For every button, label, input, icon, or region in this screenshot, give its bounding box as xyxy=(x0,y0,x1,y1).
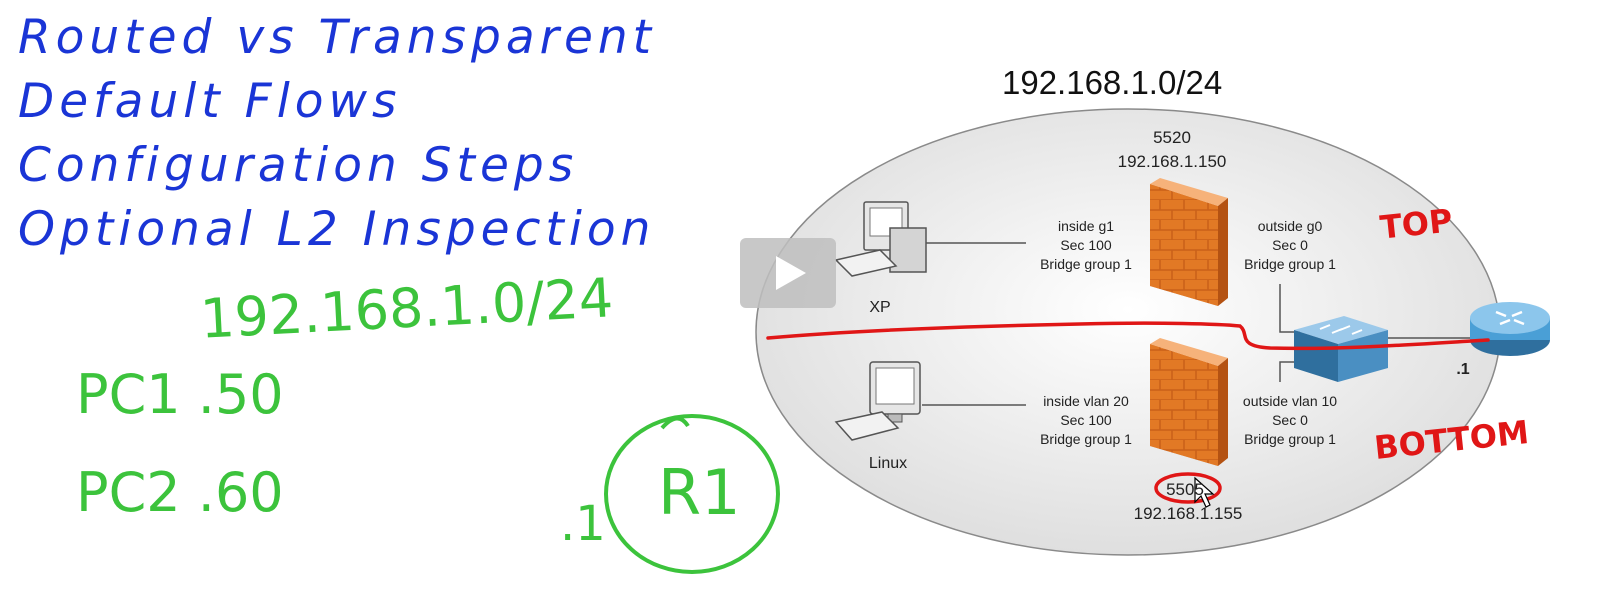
switch-icon xyxy=(1294,316,1388,382)
linux-computer-icon xyxy=(834,361,921,441)
note-router-ip: .1 xyxy=(560,496,606,552)
bottom-firewall-ip: 192.168.1.155 xyxy=(1133,504,1243,523)
mouse-cursor-icon xyxy=(1194,476,1215,508)
topic-1: Routed vs Transparent xyxy=(18,10,657,65)
top-firewall-model: 5520 xyxy=(1153,128,1191,147)
xp-host-label: XP xyxy=(869,299,891,316)
note-pc1: PC1 .50 xyxy=(76,363,284,426)
xp-computer-icon xyxy=(834,201,927,277)
router-circle-sketch xyxy=(604,414,780,574)
top-outside-interface: outside g0 Sec 0 Bridge group 1 xyxy=(1244,218,1336,272)
play-button[interactable] xyxy=(740,238,836,308)
router-ip-label: .1 xyxy=(1456,361,1470,378)
top-firewall-ip: 192.168.1.150 xyxy=(1117,152,1227,171)
router-icon xyxy=(1470,302,1550,356)
linux-host-label: Linux xyxy=(868,455,908,472)
model-highlight-circle xyxy=(1154,472,1222,504)
top-inside-interface: inside g1 Sec 100 Bridge group 1 xyxy=(1040,218,1132,272)
annotation-top: TOP xyxy=(1378,201,1455,247)
network-diagram xyxy=(755,108,1550,556)
firewall-bottom-icon xyxy=(1150,338,1228,466)
firewall-top-icon xyxy=(1150,178,1228,306)
topic-2: Default Flows xyxy=(18,74,402,129)
topic-3: Configuration Steps xyxy=(18,138,579,193)
topic-4: Optional L2 Inspection xyxy=(18,202,656,257)
bottom-firewall-model: 5505 xyxy=(1166,480,1204,499)
top-bottom-divider xyxy=(766,321,1490,351)
note-pc2: PC2 .60 xyxy=(76,461,284,524)
play-icon xyxy=(776,256,806,290)
bottom-outside-interface: outside vlan 10 Sec 0 Bridge group 1 xyxy=(1242,393,1338,447)
diagram-subnet-title: 192.168.1.0/24 xyxy=(1002,64,1223,101)
note-router-name: R1 xyxy=(658,456,741,529)
note-subnet: 192.168.1.0/24 xyxy=(198,266,615,351)
bottom-inside-interface: inside vlan 20 Sec 100 Bridge group 1 xyxy=(1040,393,1132,447)
